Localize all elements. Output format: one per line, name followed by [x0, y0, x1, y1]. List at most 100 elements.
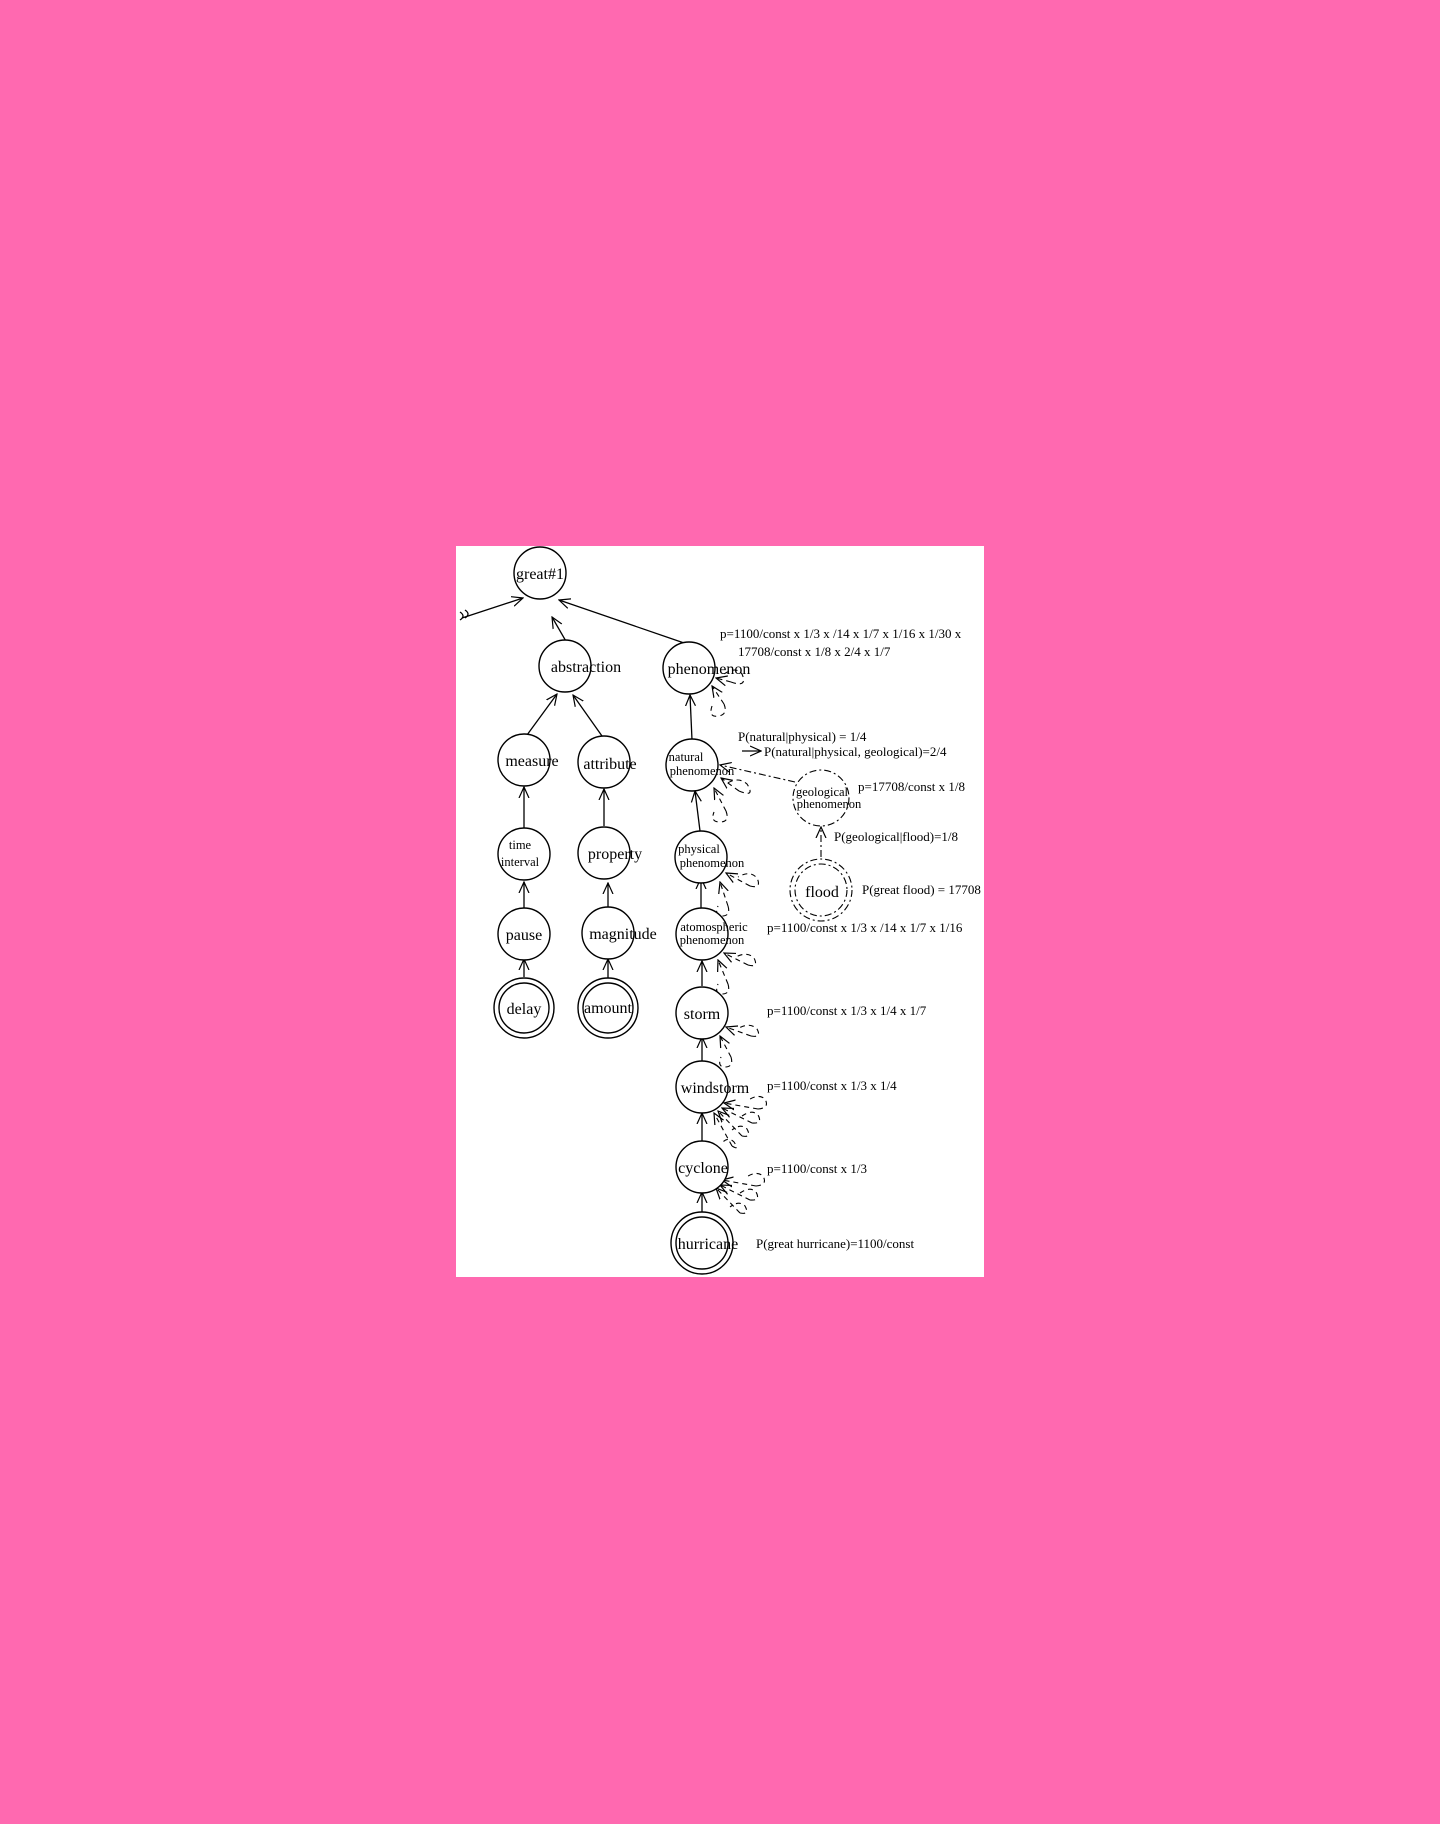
annotation-great-hurricane: P(great hurricane)=1100/const: [756, 1236, 914, 1251]
node-geological-phenomenon: geological phenomenon: [792, 769, 862, 827]
dashed-loop: [744, 1172, 765, 1187]
dashed-loop: [716, 983, 730, 995]
edge-off-page: [461, 598, 523, 619]
edge-abstraction-great: [552, 617, 568, 644]
node-label: phenomenon: [668, 661, 751, 678]
node-label-line1: geological: [796, 785, 849, 799]
edge-physical-natural: [695, 791, 700, 832]
annotation-phenomenon-line2: 17708/const x 1/8 x 2/4 x 1/7: [738, 644, 891, 659]
node-label: cyclone: [678, 1160, 728, 1177]
node-label-line1: natural: [669, 750, 704, 764]
node-label: amount: [584, 1000, 633, 1017]
dashed-edge: [714, 1113, 733, 1147]
edge-geological-natural: [720, 765, 796, 783]
node-label: attribute: [583, 756, 636, 773]
node-amount: amount: [577, 977, 639, 1039]
node-delay: delay: [493, 977, 555, 1039]
dashed-edge: [721, 778, 740, 792]
node-cyclone: cyclone: [675, 1140, 729, 1194]
node-label: measure: [505, 753, 558, 770]
node-attribute: attribute: [577, 735, 637, 789]
node-label: delay: [507, 1001, 542, 1018]
dashed-edge: [718, 960, 729, 985]
dashed-edge: [722, 1108, 753, 1124]
node-label: magnitude: [589, 926, 657, 943]
dashed-edge: [714, 788, 727, 812]
annotation-storm-p: p=1100/const x 1/3 x 1/4 x 1/7: [767, 1003, 927, 1018]
dashed-loop: [741, 1111, 761, 1124]
hypernym-diagram: great#1 abstraction phenomenon measure a…: [456, 546, 984, 1277]
dashed-loop: [723, 669, 745, 685]
off-page-break-mark: [459, 609, 469, 621]
node-label-line2: phenomenon: [680, 856, 745, 870]
annotation-geological-given-flood: P(geological|flood)=1/8: [834, 829, 958, 844]
dashed-edge: [722, 1180, 757, 1186]
annotation-atmospheric-p: p=1100/const x 1/3 x /14 x 1/7 x 1/16: [767, 920, 963, 935]
dashed-loop: [721, 1138, 738, 1149]
dashed-edge: [726, 1027, 752, 1037]
node-label-line1: time: [509, 838, 532, 852]
edge-measure-abstraction: [526, 694, 557, 736]
node-label-line1: physical: [678, 842, 720, 856]
node-label-line2: phenomenon: [797, 797, 862, 811]
dashed-edge: [716, 1188, 741, 1214]
node-label: abstraction: [551, 659, 621, 676]
annotation-great-flood: P(great flood) = 17708: [862, 882, 981, 897]
dashed-loop: [729, 1202, 748, 1214]
node-label: great#1: [516, 566, 564, 583]
dashed-loop: [738, 1024, 760, 1037]
dashed-edge: [720, 882, 728, 907]
dashed-loop: [719, 1056, 733, 1068]
dashed-loop: [710, 703, 726, 717]
node-physical-phenomenon: physical phenomenon: [674, 830, 745, 884]
node-label-line2: phenomenon: [680, 933, 745, 947]
node-magnitude: magnitude: [581, 906, 657, 960]
dashed-loop: [716, 905, 730, 917]
node-time-interval: time interval: [497, 827, 551, 881]
annotation-geological-p: p=17708/const x 1/8: [858, 779, 965, 794]
dashed-loop: [725, 779, 751, 794]
node-great: great#1: [513, 546, 567, 600]
node-hurricane: hurricane: [670, 1211, 738, 1275]
node-measure: measure: [497, 733, 559, 787]
dashed-edge: [718, 1111, 743, 1137]
dashed-loop: [746, 1095, 767, 1110]
dashed-loop: [739, 1188, 759, 1201]
node-flood: flood: [789, 858, 853, 922]
node-pause: pause: [497, 907, 551, 961]
node-storm: storm: [675, 986, 729, 1040]
node-label: flood: [805, 884, 839, 901]
node-label-line1: atomospheric: [680, 920, 748, 934]
dashed-loop: [737, 873, 759, 888]
node-atmospheric-phenomenon: atomospheric phenomenon: [675, 907, 748, 961]
dashed-edge: [716, 678, 732, 682]
edge-attribute-abstraction: [573, 695, 603, 737]
annotation-natural-given-physical-geological: P(natural|physical, geological)=2/4: [764, 744, 947, 759]
diagram-edges: [459, 598, 702, 1214]
dashed-sibling-branches: [710, 669, 767, 1214]
dashed-loop: [731, 1125, 750, 1137]
annotation-natural-given-physical: P(natural|physical) = 1/4: [738, 729, 867, 744]
edge-natural-phenomenon: [690, 695, 692, 741]
edge-phenomenon-great: [559, 600, 688, 645]
dashed-loop: [735, 953, 757, 967]
node-label-line2: interval: [501, 855, 540, 869]
node-label-line2: phenomenon: [670, 764, 735, 778]
dashed-edge: [720, 1185, 751, 1201]
node-windstorm: windstorm: [675, 1060, 750, 1114]
dashed-edge: [712, 686, 725, 705]
annotation-cyclone-p: p=1100/const x 1/3: [767, 1161, 867, 1176]
annotation-windstorm-p: p=1100/const x 1/3 x 1/4: [767, 1078, 897, 1093]
flood-path-edges: [720, 751, 821, 857]
node-abstraction: abstraction: [538, 639, 621, 693]
dashed-edge: [720, 1036, 732, 1058]
node-natural-phenomenon: natural phenomenon: [665, 738, 735, 792]
dashed-edge: [724, 953, 749, 966]
node-label: storm: [684, 1006, 721, 1023]
annotation-phenomenon-line1: p=1100/const x 1/3 x /14 x 1/7 x 1/16 x …: [720, 626, 962, 641]
node-label: pause: [506, 927, 542, 944]
node-phenomenon: phenomenon: [662, 641, 751, 695]
dashed-edge: [724, 1103, 759, 1109]
node-property: property: [577, 826, 642, 880]
node-label: windstorm: [681, 1080, 750, 1097]
